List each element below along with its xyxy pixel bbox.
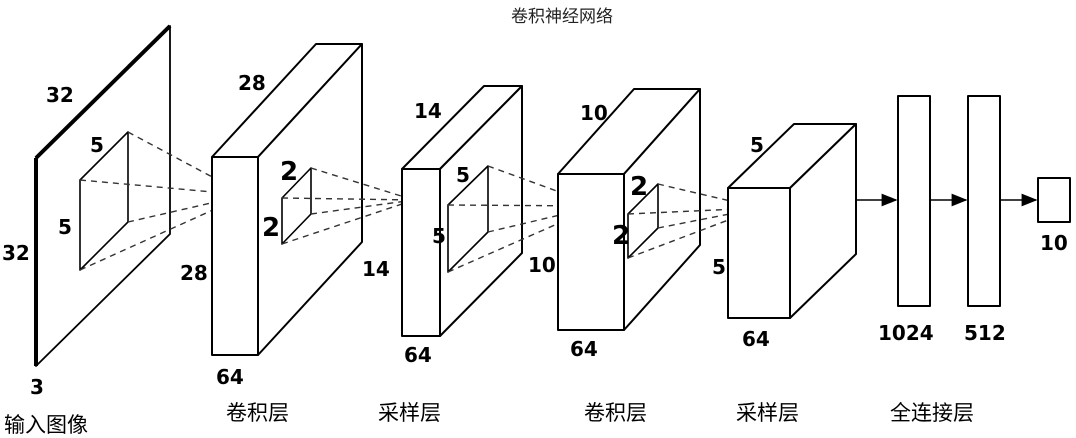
output-block bbox=[1037, 177, 1071, 223]
conv2-block bbox=[557, 88, 701, 331]
input-width-label: 32 bbox=[46, 83, 74, 107]
fc2-units-label: 512 bbox=[964, 321, 1006, 345]
pool1-size-side-label: 14 bbox=[362, 257, 390, 281]
input-height-label: 32 bbox=[2, 241, 30, 265]
conv1-depth-label: 64 bbox=[216, 365, 244, 389]
conv1-kernel-h-label: 2 bbox=[262, 213, 280, 243]
conv2-kernel-h-label: 2 bbox=[612, 221, 630, 251]
pool1-block bbox=[401, 85, 523, 337]
pool2-depth-label: 64 bbox=[742, 327, 770, 351]
conv2-depth-label: 64 bbox=[570, 337, 598, 361]
input-channels-label: 3 bbox=[30, 375, 44, 399]
conv2-size-side-label: 10 bbox=[528, 253, 556, 277]
conv1-caption: 卷积层 bbox=[226, 401, 289, 425]
fc1-block bbox=[897, 95, 931, 307]
pool1-kernel-w-label: 5 bbox=[456, 163, 470, 187]
pool2-block bbox=[727, 123, 857, 319]
fc-caption: 全连接层 bbox=[890, 401, 974, 425]
fc2-block bbox=[967, 95, 1001, 307]
conv2-kernel-w-label: 2 bbox=[630, 172, 648, 202]
projection-conv1-to-pool1 bbox=[281, 167, 415, 245]
conv1-size-side-label: 28 bbox=[180, 261, 208, 285]
pool2-caption: 采样层 bbox=[736, 401, 799, 425]
input-image-block bbox=[34, 24, 172, 367]
conv1-kernel-w-label: 2 bbox=[280, 157, 298, 187]
pool2-size-side-label: 5 bbox=[712, 255, 726, 279]
pool1-kernel-h-label: 5 bbox=[432, 224, 446, 248]
output-units-label: 10 bbox=[1040, 231, 1068, 255]
conv1-block bbox=[211, 43, 363, 356]
conv1-size-top-label: 28 bbox=[238, 71, 266, 95]
input-kernel-h-label: 5 bbox=[58, 215, 72, 239]
pool1-depth-label: 64 bbox=[404, 343, 432, 367]
pool1-size-top-label: 14 bbox=[414, 99, 442, 123]
conv2-caption: 卷积层 bbox=[584, 401, 647, 425]
conv2-size-top-label: 10 bbox=[580, 101, 608, 125]
diagram-title: 卷积神经网络 bbox=[511, 7, 613, 27]
input-caption: 输入图像 bbox=[4, 413, 88, 437]
pool1-caption: 采样层 bbox=[378, 401, 441, 425]
input-kernel-w-label: 5 bbox=[90, 133, 104, 157]
fc1-units-label: 1024 bbox=[878, 321, 934, 345]
pool2-size-top-label: 5 bbox=[750, 133, 764, 157]
